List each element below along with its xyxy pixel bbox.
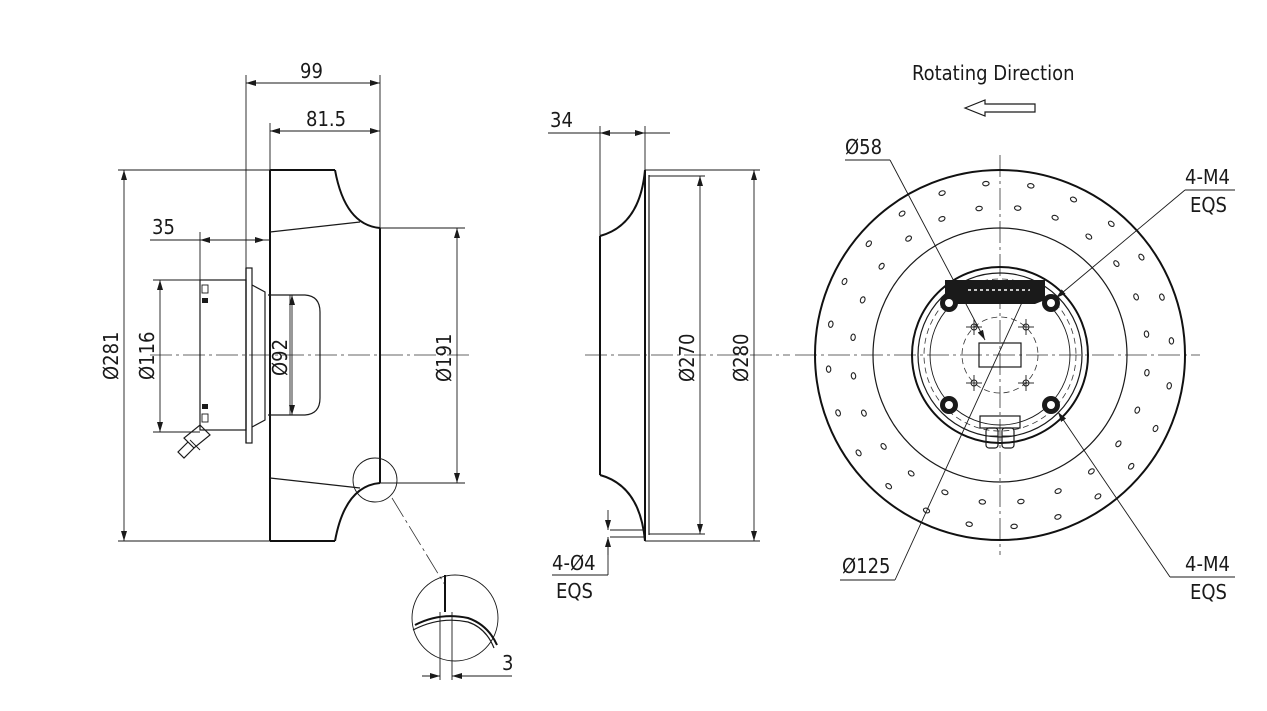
dim-99-label: 99 xyxy=(300,59,323,83)
blade-slot xyxy=(850,333,856,342)
dim-3-label: 3 xyxy=(502,651,513,675)
blade-slot xyxy=(1115,440,1122,448)
blade-slot xyxy=(938,215,946,222)
blade-slot xyxy=(1051,214,1059,221)
blade-slot xyxy=(1107,220,1115,228)
thread-top-eqs: EQS xyxy=(1190,193,1227,217)
detail-view: 3 xyxy=(411,574,513,680)
dim-d191-label: Ø191 xyxy=(432,334,456,383)
center-label-plate xyxy=(978,342,1022,368)
blade-slot xyxy=(1144,368,1150,377)
blade-slot xyxy=(880,442,887,450)
blade-slot xyxy=(850,372,857,380)
holes-label: 4-Ø4 xyxy=(552,551,596,575)
blade-slot xyxy=(1054,514,1062,520)
blade-slot xyxy=(1134,406,1141,414)
blade-slot xyxy=(1087,468,1095,475)
mounting-bosses xyxy=(940,294,1060,414)
blade-slot xyxy=(828,320,834,328)
blade-slot xyxy=(841,277,848,286)
motor-hub xyxy=(268,294,321,416)
blade-slot xyxy=(1168,337,1175,345)
blade-slot xyxy=(859,296,866,304)
blade-slot xyxy=(1113,260,1120,268)
blade-slot xyxy=(1159,293,1165,301)
blade-slot xyxy=(878,262,885,270)
dim-35-label: 35 xyxy=(152,215,175,239)
detail-circle xyxy=(411,574,499,662)
dim-d116-label: Ø116 xyxy=(135,332,159,381)
blade-slot xyxy=(855,449,862,457)
blade-slot xyxy=(1010,523,1018,530)
blade-slot xyxy=(1085,233,1093,240)
blade-slot xyxy=(1069,196,1078,203)
blade-slot xyxy=(865,240,873,248)
dim-34-label: 34 xyxy=(550,108,573,132)
motor-outline xyxy=(911,266,1089,444)
section-view: 34 Ø270 Ø280 4-Ø4 EQS xyxy=(548,108,790,603)
rotation-arrow-icon xyxy=(963,99,1036,117)
blade-slot xyxy=(1127,462,1135,470)
blade-slot xyxy=(1138,253,1145,261)
thread-bottom-label: 4-M4 xyxy=(1185,552,1230,576)
blade-slot xyxy=(1133,293,1140,301)
blade-slot xyxy=(1152,424,1159,433)
blade-slot xyxy=(982,180,990,187)
front-view: Rotating Direction xyxy=(795,61,1235,604)
blade-slot xyxy=(898,210,906,217)
blade-slots xyxy=(825,180,1175,530)
holes-eqs: EQS xyxy=(556,579,593,603)
impeller-outer-rim xyxy=(814,169,1186,541)
detail-marker-circle xyxy=(352,457,398,503)
rotating-direction-label: Rotating Direction xyxy=(912,61,1075,85)
blade-slot xyxy=(938,190,946,196)
dim-d270-label: Ø270 xyxy=(675,334,699,383)
blade-slot xyxy=(905,235,913,242)
blade-slot xyxy=(978,499,987,505)
blade-slot xyxy=(907,470,915,477)
hub-holes xyxy=(966,319,1034,391)
blade-slot xyxy=(965,521,973,527)
dim-d125-label: Ø125 xyxy=(842,554,891,578)
cable-outlet xyxy=(979,415,1021,449)
dim-d92-label: Ø92 xyxy=(268,339,292,376)
blade-slot xyxy=(860,409,867,417)
blade-slot xyxy=(835,409,841,417)
blade-slot xyxy=(885,482,893,490)
blade-slot xyxy=(1013,205,1022,211)
thread-top-label: 4-M4 xyxy=(1185,165,1230,189)
blade-slot xyxy=(975,205,983,212)
blade-slot xyxy=(1166,382,1172,390)
blade-slot xyxy=(1094,493,1102,500)
blade-slot xyxy=(941,489,949,496)
dim-d281-label: Ø281 xyxy=(99,332,123,381)
thread-bottom-eqs: EQS xyxy=(1190,580,1227,604)
blade-slot xyxy=(1027,183,1035,189)
dim-81-5-label: 81.5 xyxy=(306,107,346,131)
cable-gland xyxy=(177,424,211,459)
impeller-inlet-ring xyxy=(872,227,1128,483)
blade-slot xyxy=(1054,488,1062,495)
side-view: 99 81.5 35 Ø281 Ø116 Ø92 Ø191 xyxy=(99,59,470,586)
blade-slot xyxy=(825,365,832,373)
terminal-block xyxy=(945,280,1045,304)
blade-slot xyxy=(1017,498,1025,505)
dim-d58-label: Ø58 xyxy=(845,135,882,159)
hub-circle xyxy=(961,316,1039,394)
dim-d280-label: Ø280 xyxy=(729,334,753,383)
blade-slot xyxy=(1143,330,1150,338)
